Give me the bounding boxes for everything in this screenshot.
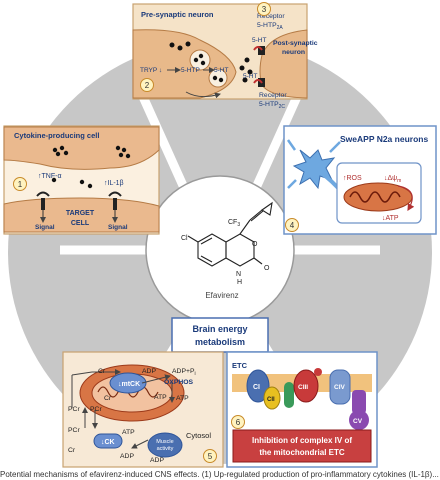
ht-right-label: 5-HT: [243, 73, 257, 80]
presynaptic-label: Pre-synaptic neuron: [141, 10, 214, 19]
adp-label-3: ADP: [150, 457, 164, 464]
cytosol-label: Cytosol: [186, 431, 211, 440]
panel-synapse: Pre-synaptic neuron Receptor 5-HTP2A 5-H…: [132, 2, 318, 110]
cl-label: Cl: [181, 235, 188, 242]
ros-label: ↑ROS: [343, 175, 362, 182]
target-label-1: TARGET: [66, 210, 95, 217]
tryp-label: TRYP ↓: [140, 67, 162, 74]
panel-number-badge: [203, 449, 217, 463]
cytokine-title: Cytokine-producing cell: [14, 131, 99, 140]
panel-creatine-kinase: Cr PCr PCr Cr ADP ADP+Pi OXPHOS ↓mtCK AT…: [62, 351, 224, 468]
panel-number-badge: [140, 78, 154, 92]
etc-label: ETC: [232, 361, 248, 370]
pcr-label: PCr: [68, 406, 80, 413]
postsynaptic-label-2: neuron: [282, 49, 305, 56]
ciii-label: CIII: [298, 384, 308, 391]
ht5-top-label: 5-HT: [252, 37, 266, 44]
adp-label-2: ADP: [120, 453, 134, 460]
panel-cytokine: Cytokine-producing cell ↑TNF-α ↑IL-1β TA…: [3, 125, 160, 235]
ck-label: ↓CK: [101, 439, 115, 446]
o-label: O: [252, 241, 258, 248]
pcr-label-2: PCr: [90, 406, 102, 413]
panel-number: 5: [208, 452, 213, 461]
inhibition-line-2: the mitochondrial ETC: [259, 448, 345, 457]
atp-label-3: ATP: [122, 429, 135, 436]
postsynaptic-label-1: Post-synaptic: [273, 40, 318, 47]
banner-line-1: Brain energy: [192, 324, 247, 334]
panel-number: 6: [236, 418, 241, 427]
atp-label-2: ATP: [176, 395, 189, 402]
target-label-2: CELL: [71, 220, 90, 227]
panel-number: 3: [262, 5, 267, 14]
atp-label: ↓ATP: [382, 215, 399, 222]
banner-line-2: metabolism: [195, 337, 245, 347]
oxphos-label: OXPHOS: [164, 379, 194, 386]
inhibition-box: [232, 429, 372, 463]
panel-number-badge: [13, 177, 27, 191]
panel-number-badge: [285, 218, 299, 232]
sweapp-title: SweAPP N2a neurons: [340, 134, 428, 144]
figure-caption: Potential mechanisms of efavirenz-induce…: [0, 470, 439, 479]
il-label: ↑IL-1β: [104, 180, 124, 187]
receptor-bottom-label-1: Receptor: [259, 92, 287, 99]
civ-label: CIV: [334, 384, 346, 391]
receptor-top-label-1: Receptor: [257, 13, 285, 20]
inner-circle: [145, 175, 295, 325]
muscle-label-1: Muscle: [156, 439, 173, 445]
panel-number: 4: [290, 221, 295, 230]
efavirenz-structure: [187, 201, 273, 267]
cf3-label: CF3: [228, 219, 240, 228]
panel-number: 1: [18, 180, 23, 189]
o2-label: O: [264, 265, 270, 272]
dpsi-label: ↓Δψm: [384, 175, 401, 184]
brain-energy-banner: [171, 317, 269, 353]
cv-label: CV: [353, 418, 363, 425]
htp-label: 5-HTP: [181, 67, 200, 74]
panel-number: 2: [145, 81, 150, 90]
inhibition-line-1: Inhibition of complex IV of: [252, 436, 352, 445]
mtck-label: ↓mtCK: [118, 381, 140, 388]
muscle-label-2: activity: [157, 446, 174, 452]
pcr-label-3: PCr: [68, 427, 80, 434]
n-label: N: [236, 271, 241, 278]
signal-right-label: Signal: [108, 224, 128, 231]
cr-label-2: Cr: [104, 395, 112, 402]
adp-pi-label: ADP+Pi: [172, 368, 196, 377]
h-label: H: [237, 279, 242, 286]
panel-sweapp: SweAPP N2a neurons ↑ROS ↓Δψm ↓ATP 4: [283, 125, 437, 235]
ci-label: CI: [253, 384, 260, 391]
panel-number-badge: [257, 2, 271, 16]
receptor-top-label-2: 5-HTP2A: [257, 22, 283, 31]
panel-etc: ETC CI CII CIII CIV CV Inhibition of com…: [226, 351, 378, 468]
cii-label: CII: [267, 397, 275, 403]
drug-name: Efavirenz: [205, 291, 238, 300]
atp-label-1: ATP: [154, 394, 167, 401]
adp-label: ADP: [142, 368, 156, 375]
cr-label: Cr: [98, 368, 106, 375]
receptor-bottom-label-2: 5-HTP2C: [259, 101, 285, 110]
tnf-label: ↑TNF-α: [38, 173, 62, 180]
panel-number-badge: [231, 415, 245, 429]
signal-left-label: Signal: [35, 224, 55, 231]
cr-label-3: Cr: [68, 447, 76, 454]
ht-label: 5-HT: [214, 67, 228, 74]
